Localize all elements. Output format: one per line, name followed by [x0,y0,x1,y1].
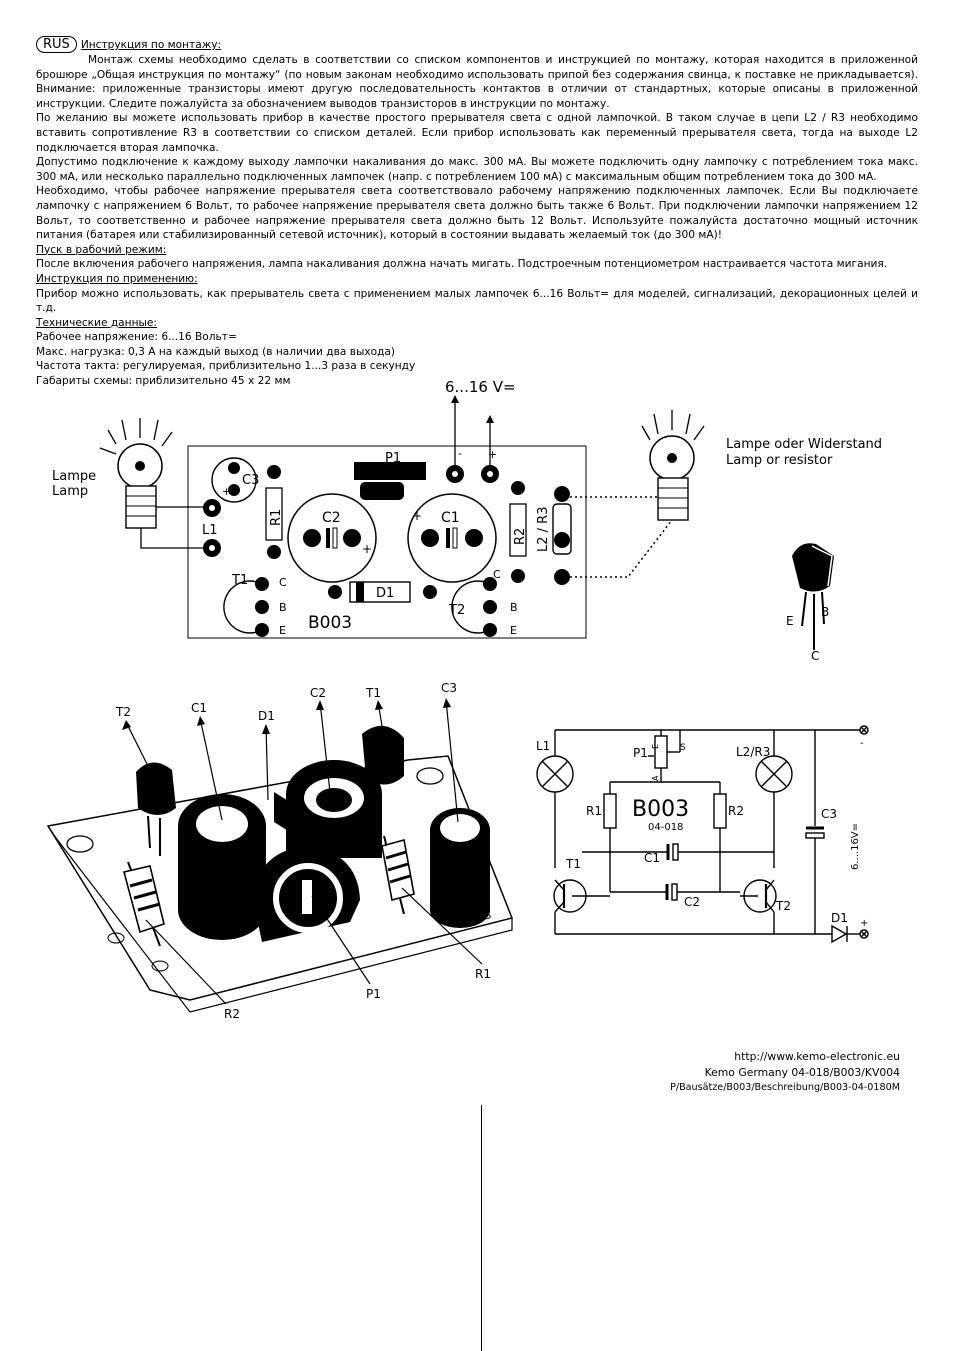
pcb-board-outline [187,445,587,639]
startup-heading: Пуск в рабочий режим: [36,243,167,256]
svg-text:C3: C3 [242,473,259,488]
svg-text:R1: R1 [269,509,284,526]
startup-paragraph: После включения рабочего напряжения, лам… [36,258,888,271]
tech-line: Габариты схемы: приблизительно 45 x 22 м… [36,375,291,388]
tech-line: Частота такта: регулируемая, приблизител… [36,360,416,373]
svg-text:R2: R2 [513,528,528,545]
svg-text:T2: T2 [448,603,465,618]
page-divider-line [481,1105,482,1351]
schematic-labels: L1 P1 E S A L2/R3 R1 R2 B003 04-018 C1 C… [536,738,868,929]
svg-text:P1: P1 [385,451,401,466]
svg-text:C3: C3 [441,681,457,695]
svg-text:C3: C3 [821,807,837,821]
svg-text:R1: R1 [475,967,491,981]
svg-text:D1: D1 [831,911,848,925]
svg-text:D1: D1 [258,709,275,723]
svg-text:P1: P1 [366,987,381,1001]
svg-text:+: + [860,918,868,929]
svg-text:E: E [279,624,286,637]
svg-text:R2: R2 [224,1007,240,1021]
svg-text:+: + [488,448,497,461]
svg-text:C2: C2 [310,686,326,700]
assembly-heading: Инструкция по монтажу: [80,39,222,51]
footer-path: P/Bausätze/B003/Beschreibung/B003-04-018… [670,1082,900,1093]
svg-text:S: S [680,743,686,753]
tech-line: Макс. нагрузка: 0,3 А на каждый выход (в… [36,345,396,358]
svg-text:L1: L1 [536,739,550,753]
svg-text:04-018: 04-018 [648,822,683,833]
svg-text:R2: R2 [728,804,744,818]
transistor-pinout: E B C [786,543,834,663]
svg-text:C1: C1 [441,510,460,526]
pinout-collector: C [811,649,819,663]
schematic-board-name: B003 [632,797,689,822]
svg-text:-: - [458,447,462,460]
svg-text:E: E [651,744,660,749]
svg-text:C: C [493,568,501,581]
svg-text:L2 / R3: L2 / R3 [536,507,551,552]
assembly-3d-view: B003 T2 C1 D1 [46,681,514,1021]
svg-text:C1: C1 [191,701,207,715]
tech-heading: Технические данные: [36,316,157,329]
footer-company: Kemo Germany 04-018/B003/KV004 [704,1066,900,1079]
svg-text:C1: C1 [644,851,660,865]
assembly-paragraph-3: Допустимо подключение к каждому выходу л… [36,156,918,183]
lamp-left-icon [99,418,173,529]
svg-text:+: + [362,542,372,556]
svg-text:L1: L1 [202,523,218,538]
supply-voltage-label: 6...16 V= [445,378,516,396]
svg-text:B: B [510,601,518,614]
pinout-base: B [821,605,829,619]
footer-url[interactable]: http://www.kemo-electronic.eu [734,1050,900,1063]
svg-text:+: + [222,485,231,498]
assembly-paragraph-4: Необходимо, чтобы рабочее напряжение пре… [36,185,918,242]
lamp-right-label-1: Lampe oder Widerstand [726,437,882,452]
pcb-diagram: 6...16 V= - + P1 C3 + R1 L1 C2 + [52,378,882,639]
svg-text:+: + [412,509,422,523]
svg-text:T2: T2 [775,899,791,913]
3d-board-label: B003 [462,908,493,927]
assembly-paragraph-1: Монтаж схемы необходимо сделать в соотве… [36,54,918,110]
circuit-schematic [536,725,869,944]
svg-text:C2: C2 [684,895,700,909]
svg-text:T1: T1 [231,573,248,588]
svg-text:P1: P1 [633,746,648,760]
lamp-left-label-2: Lamp [52,484,88,499]
svg-text:L2/R3: L2/R3 [736,745,770,759]
svg-text:C2: C2 [322,510,341,526]
lamp-right-label-2: Lamp or resistor [726,453,833,468]
schematic-supply-label: 6....16V= [850,823,861,870]
lamp-right-icon [641,410,705,521]
svg-text:R1: R1 [586,804,602,818]
tech-line: Рабочее напряжение: 6...16 Вольт= [36,331,237,344]
svg-text:B: B [279,601,287,614]
svg-text:C: C [279,576,287,589]
svg-text:D1: D1 [376,586,394,601]
lamp-left-label-1: Lampe [52,469,96,484]
language-badge: RUS [36,36,77,53]
svg-text:-: - [860,738,864,749]
usage-paragraph: Прибор можно использовать, как прерывате… [36,287,918,315]
assembly-paragraph-2: По желанию вы можете использовать прибор… [36,112,918,154]
svg-text:E: E [510,624,517,637]
svg-text:T2: T2 [115,705,131,719]
svg-text:A: A [651,775,660,781]
usage-heading: Инструкция по применению: [36,272,198,285]
svg-text:T1: T1 [565,857,581,871]
pinout-emitter: E [786,614,794,628]
svg-text:T1: T1 [365,686,381,700]
pcb-board-name: B003 [308,613,352,633]
